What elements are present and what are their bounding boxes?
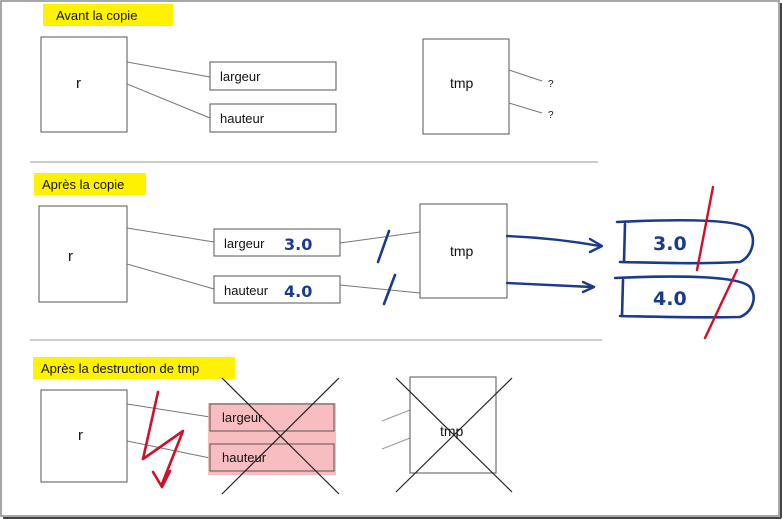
arrow-head <box>588 237 604 254</box>
arrow-head <box>581 280 596 294</box>
connector <box>126 403 211 418</box>
cross-line <box>221 377 340 495</box>
connector <box>339 231 421 244</box>
object-tmp-box <box>419 203 508 299</box>
copy-arrow <box>505 281 594 289</box>
object-r-box <box>38 205 128 303</box>
object-r-label: r <box>76 75 81 92</box>
connector <box>126 83 211 119</box>
copy-arrow <box>505 234 602 248</box>
field-largeur-label: largeur <box>222 410 263 425</box>
field-hauteur-value: 4.0 <box>284 282 312 301</box>
object-r-label: r <box>68 248 73 265</box>
unknown-marker: ? <box>548 79 554 90</box>
dangling-lightning-icon <box>141 390 185 486</box>
cut-mark <box>376 229 391 264</box>
section-heading-before: Avant la copie <box>56 8 137 23</box>
object-tmp-label: tmp <box>450 75 474 91</box>
freed-memory-highlight <box>208 403 336 475</box>
section-heading-destroy: Après la destruction de tmp <box>41 361 199 376</box>
object-tmp-box <box>422 38 510 135</box>
field-hauteur-label: hauteur <box>224 283 269 298</box>
field-largeur <box>209 403 335 432</box>
dangling-pointer <box>508 102 543 114</box>
connector <box>126 440 211 459</box>
strike-mark <box>703 268 739 340</box>
section-before-copy: Avant la copie r largeur hauteur tmp ? ? <box>40 4 554 135</box>
unknown-marker: ? <box>548 110 554 121</box>
field-largeur-label: largeur <box>220 69 261 84</box>
field-largeur-label: largeur <box>224 236 265 251</box>
heading-highlight <box>33 357 235 379</box>
field-largeur <box>213 228 341 257</box>
dangling-pointer <box>508 69 543 82</box>
object-tmp-box <box>409 376 497 474</box>
field-hauteur <box>209 103 337 133</box>
connector <box>339 284 421 294</box>
copy-cell-largeur <box>615 218 755 265</box>
section-heading-after: Après la copie <box>42 177 124 192</box>
faded-connector <box>381 437 411 450</box>
connector <box>126 61 211 78</box>
heading-highlight <box>43 4 173 26</box>
heading-highlight <box>34 173 146 195</box>
lightning-arrow-head <box>151 469 172 489</box>
copy-value-largeur: 3.0 <box>653 233 687 255</box>
copy-value-hauteur: 4.0 <box>653 288 687 310</box>
object-r-box <box>40 389 128 483</box>
object-r-box <box>40 36 128 133</box>
section-after-destruction: Après la destruction de tmp r largeur ha… <box>33 357 513 495</box>
copy-cell-hauteur <box>613 275 755 319</box>
object-r-label: r <box>78 427 83 444</box>
field-largeur <box>209 61 337 91</box>
field-largeur-value: 3.0 <box>284 235 312 254</box>
connector <box>126 227 215 243</box>
field-hauteur-label: hauteur <box>222 450 267 465</box>
section-after-copy: Après la copie r largeur 3.0 hauteur 4.0… <box>34 173 755 340</box>
object-tmp-label: tmp <box>450 243 474 259</box>
field-hauteur <box>213 275 341 304</box>
connector <box>126 263 215 290</box>
field-hauteur-label: hauteur <box>220 111 265 126</box>
copy-cell-edge <box>620 278 625 318</box>
cross-line <box>395 377 513 493</box>
cut-mark <box>382 273 397 306</box>
faded-connector <box>381 409 411 422</box>
strike-mark <box>695 185 715 272</box>
copy-cell-edge <box>622 222 627 264</box>
